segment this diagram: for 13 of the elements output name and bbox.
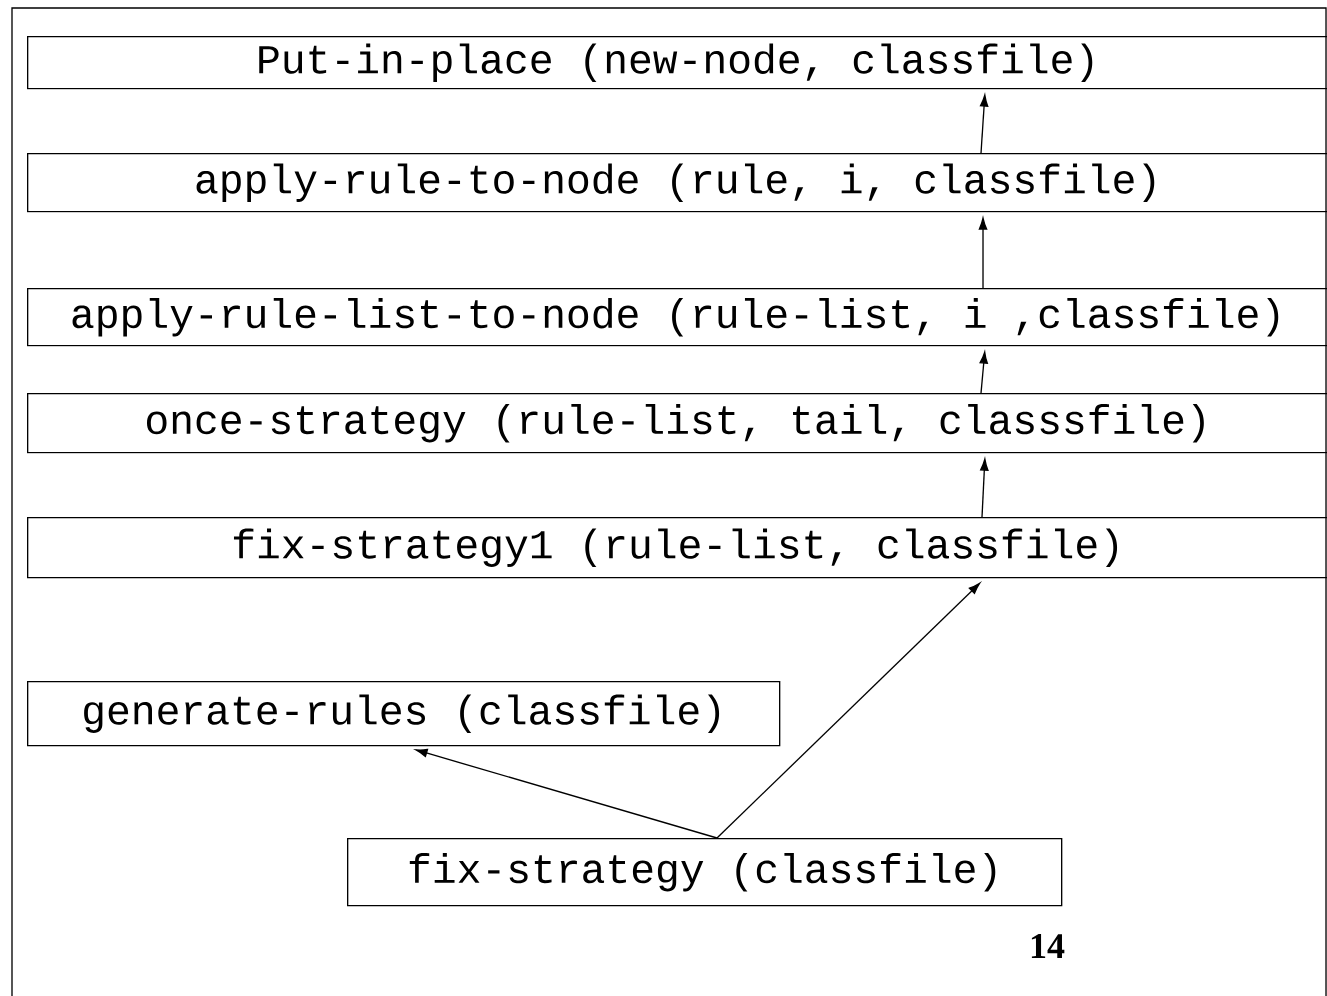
arrow [415,748,718,839]
function-box: generate-rules (classfile) [27,681,781,747]
arrow [979,351,988,394]
arrow [978,217,988,289]
function-box: apply-rule-to-node (rule, i, classfile) [27,153,1327,213]
arrow [716,582,981,839]
function-box: fix-strategy1 (rule-list, classfile) [27,517,1327,579]
function-box: fix-strategy (classfile) [347,838,1063,907]
function-box: Put-in-place (new-node, classfile) [27,36,1327,90]
arrow [980,458,989,518]
function-box: once-strategy (rule-list, tail, classsfile) [27,393,1327,454]
arrow [979,94,989,154]
function-box: apply-rule-list-to-node (rule-list, i ,classfile) [27,288,1327,347]
